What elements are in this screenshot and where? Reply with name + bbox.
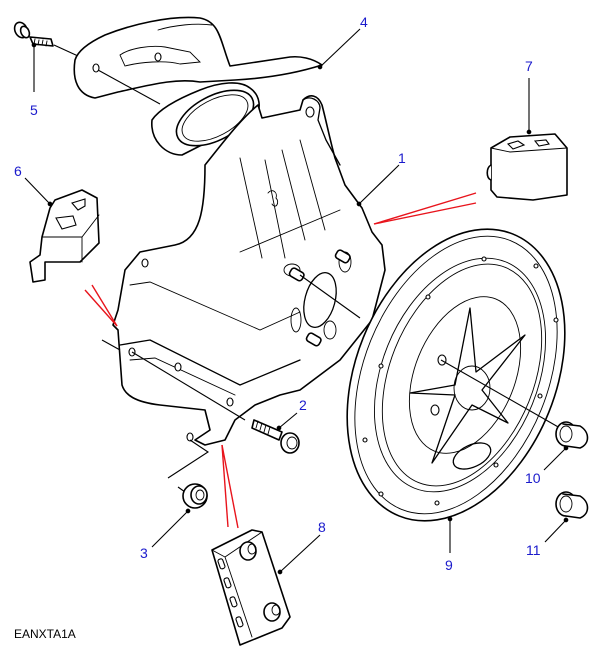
mounting-holes [362, 256, 559, 506]
callout-1[interactable]: 1 [398, 150, 406, 166]
part-buffer-right[interactable] [486, 133, 568, 201]
part-wheel-mounting-plate[interactable] [306, 197, 605, 554]
part-mounting-plate[interactable] [211, 529, 291, 646]
callout-5[interactable]: 5 [30, 102, 38, 118]
stud [288, 267, 305, 282]
part-upper-mount-arm[interactable] [73, 16, 323, 99]
part-flange-nut[interactable] [182, 483, 208, 509]
part-bolt[interactable] [251, 419, 300, 454]
assembly-line [53, 44, 79, 57]
stud [305, 332, 322, 347]
assembly-line [101, 339, 121, 351]
assembly-line [167, 439, 210, 493]
drawing-code: EANXTA1A [14, 627, 76, 641]
assembly-line [440, 359, 561, 429]
part-wheel-nut-locking[interactable] [555, 491, 589, 519]
callout-8[interactable]: 8 [318, 519, 326, 535]
callout-2[interactable]: 2 [299, 397, 307, 413]
assembly-line [97, 69, 161, 105]
callout-11[interactable]: 11 [526, 542, 541, 558]
alignment-guides [84, 192, 477, 529]
stud [334, 249, 351, 264]
callout-7[interactable]: 7 [525, 58, 533, 74]
callout-4[interactable]: 4 [360, 14, 368, 30]
callout-10[interactable]: 10 [525, 470, 541, 486]
part-wheel-nut[interactable] [555, 421, 589, 449]
leader-lines [24, 28, 569, 575]
part-buffer-left[interactable] [29, 189, 100, 283]
callout-9[interactable]: 9 [445, 557, 453, 573]
part-carrier-bracket[interactable] [112, 95, 386, 446]
part-screw[interactable] [12, 20, 54, 47]
assembly-line [299, 274, 361, 319]
callout-6[interactable]: 6 [14, 163, 22, 179]
assembly-line [131, 351, 246, 421]
callout-3[interactable]: 3 [140, 545, 148, 561]
